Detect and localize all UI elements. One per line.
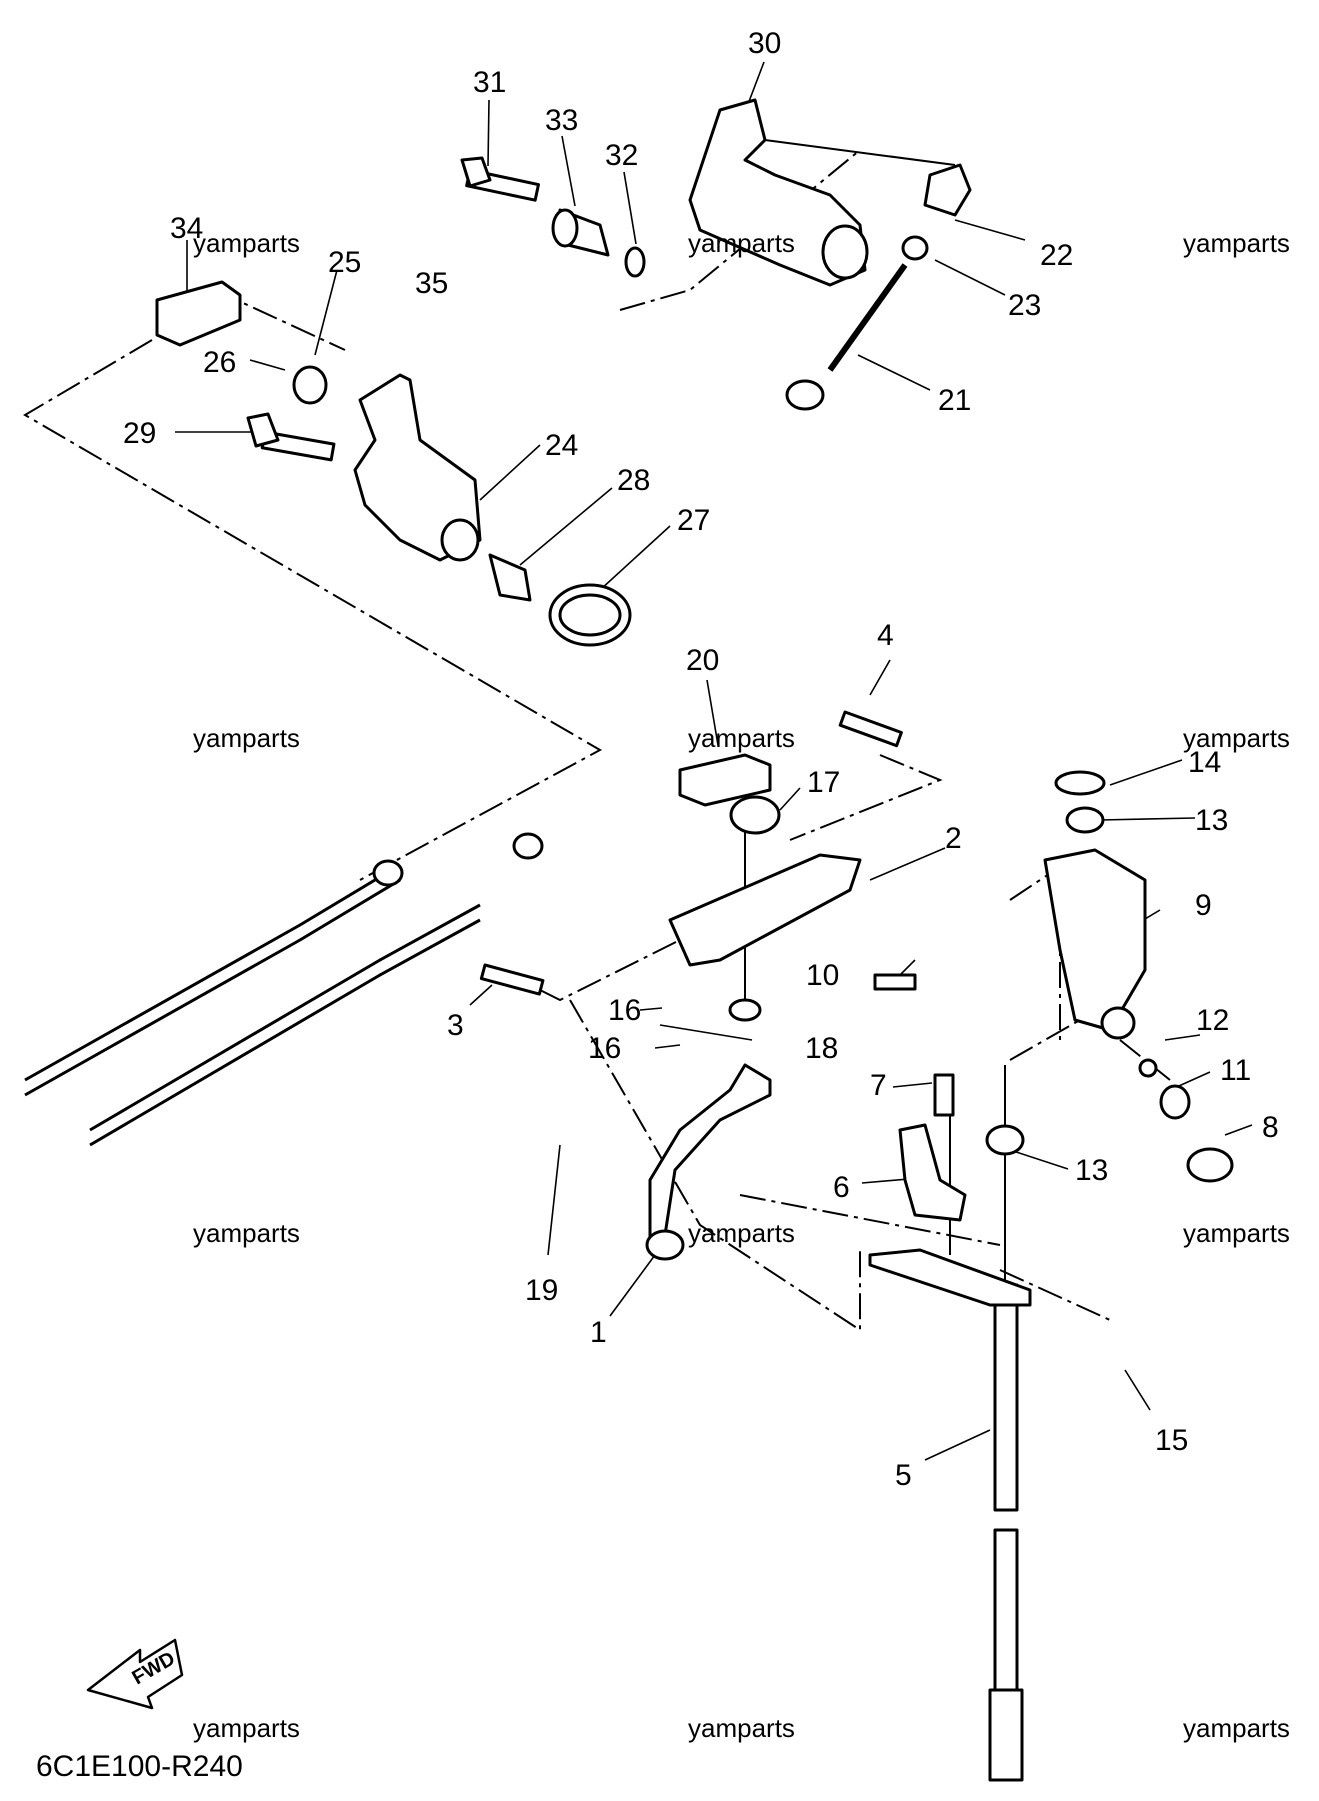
callout-17: 17 — [807, 766, 840, 799]
callout-35: 35 — [415, 267, 448, 300]
callout-29: 29 — [123, 417, 156, 450]
watermark: yamparts — [1183, 723, 1290, 753]
watermark: yamparts — [193, 1218, 300, 1248]
watermark: yamparts — [688, 1218, 795, 1248]
callout-13-lower: 13 — [1075, 1154, 1108, 1187]
watermark: yamparts — [688, 228, 795, 258]
part-2-link — [668, 853, 862, 967]
parts — [24, 98, 1234, 1782]
watermark: yamparts — [1183, 1713, 1290, 1743]
watermark: yamparts — [688, 723, 795, 753]
callout-20: 20 — [686, 644, 719, 677]
callout-13-upper: 13 — [1195, 804, 1228, 837]
callout-18: 18 — [805, 1032, 838, 1065]
watermark: yamparts — [1183, 1218, 1290, 1248]
leader-lines — [23, 61, 1253, 1461]
callout-24: 24 — [545, 429, 578, 462]
callout-11: 11 — [1220, 1054, 1251, 1087]
watermarks: yamparts yamparts yamparts yamparts yamp… — [193, 228, 1290, 1743]
callout-27: 27 — [677, 504, 710, 537]
callout-8: 8 — [1262, 1111, 1279, 1144]
callout-3: 3 — [447, 1009, 464, 1042]
part-1-arm — [648, 1063, 772, 1242]
part-5-shaft — [993, 1283, 1019, 1512]
callout-31: 31 — [473, 66, 506, 99]
callout-9: 9 — [1195, 889, 1212, 922]
callout-10: 10 — [806, 959, 839, 992]
callout-12: 12 — [1196, 1004, 1229, 1037]
callout-1: 1 — [590, 1316, 607, 1349]
callout-19: 19 — [525, 1274, 558, 1307]
callout-23: 23 — [1008, 289, 1041, 322]
callout-25: 25 — [328, 246, 361, 279]
callout-30: 30 — [748, 27, 781, 60]
callout-26: 26 — [203, 346, 236, 379]
callout-34: 34 — [170, 212, 203, 245]
fwd-arrow-icon: FWD — [86, 1638, 184, 1710]
callout-28: 28 — [617, 464, 650, 497]
callout-2: 2 — [945, 822, 962, 855]
callout-4: 4 — [877, 619, 894, 652]
watermark: yamparts — [193, 1713, 300, 1743]
callout-16-upper: 16 — [608, 994, 641, 1027]
callout-33: 33 — [545, 104, 578, 137]
callout-5: 5 — [895, 1459, 912, 1492]
callout-14: 14 — [1188, 746, 1221, 779]
callout-32: 32 — [605, 139, 638, 172]
watermark: yamparts — [1183, 228, 1290, 258]
watermark: yamparts — [688, 1713, 795, 1743]
part-30-bracket — [688, 98, 867, 287]
callout-22: 22 — [1040, 239, 1073, 272]
watermark: yamparts — [193, 723, 300, 753]
watermark: yamparts — [193, 228, 300, 258]
diagram-code: 6C1E100-R240 — [36, 1750, 243, 1783]
callout-labels: 1 2 3 4 5 6 7 8 9 10 11 12 13 13 14 15 1… — [123, 27, 1279, 1492]
callout-21: 21 — [938, 384, 971, 417]
callout-7: 7 — [870, 1069, 887, 1102]
callout-6: 6 — [833, 1171, 850, 1204]
callout-16-lower: 16 — [588, 1032, 621, 1065]
callout-15: 15 — [1155, 1424, 1188, 1457]
